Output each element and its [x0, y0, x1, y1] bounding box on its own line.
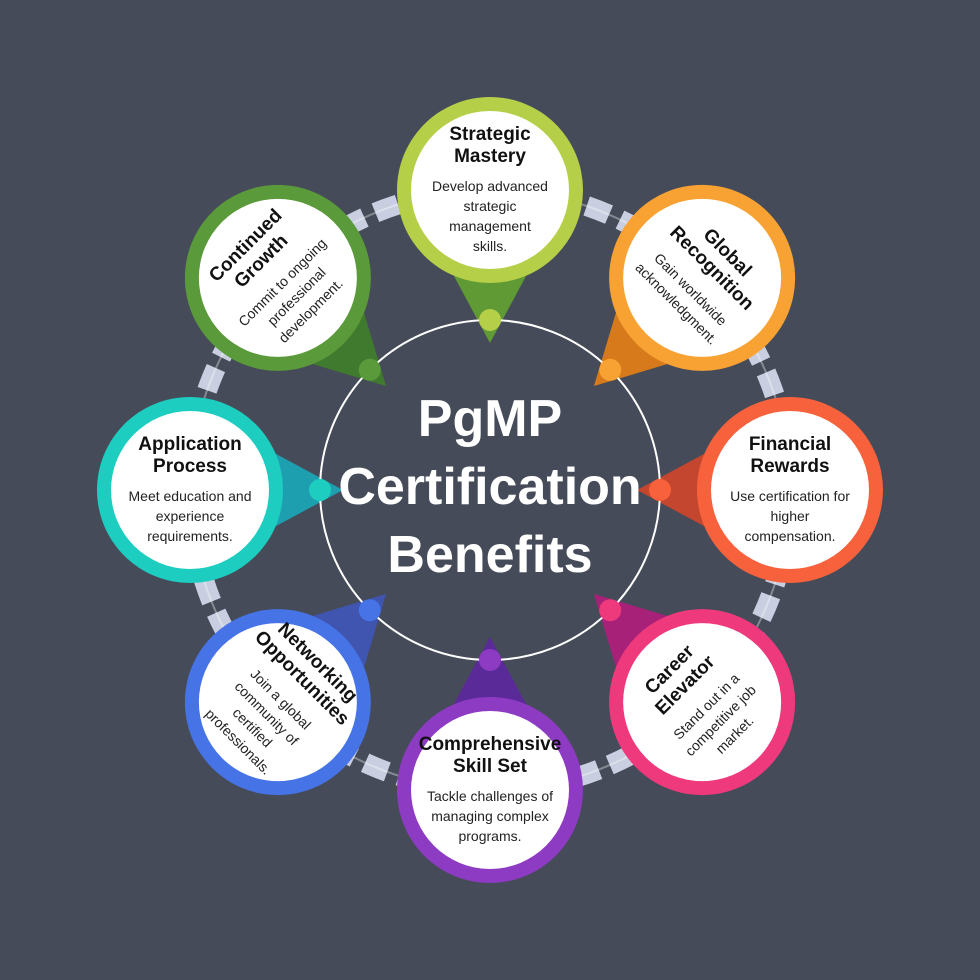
- center-dot: [358, 358, 381, 381]
- node-face: [711, 411, 869, 569]
- node-title-line: Comprehensive: [418, 734, 562, 755]
- center-title-line-2: Certification: [338, 458, 642, 516]
- node-pointer: [448, 265, 532, 343]
- node-comprehensive-skill-set: Comprehensive Skill Set Tackle challenge…: [406, 706, 574, 874]
- node-title: Strategic Mastery: [449, 124, 530, 168]
- node-title-line: Rewards: [750, 456, 830, 477]
- node-desc-line: strategic: [463, 198, 517, 214]
- node-title-line: Skill Set: [453, 756, 527, 777]
- node-desc-line: requirements.: [147, 528, 233, 544]
- node-desc-line: Use certification for: [730, 488, 850, 504]
- center-dot: [479, 309, 501, 331]
- node-title: Financial Rewards: [749, 434, 831, 478]
- center-dot: [599, 599, 622, 622]
- node-title-line: Strategic: [449, 124, 531, 145]
- node-title-line: Process: [153, 456, 227, 477]
- center-title-line-3: Benefits: [387, 526, 593, 584]
- node-description: Develop advanced strategic management sk…: [432, 176, 548, 256]
- node-title-line: Application: [138, 434, 242, 455]
- node-desc-line: higher: [770, 508, 810, 524]
- node-description: Meet education and experience requiremen…: [129, 486, 252, 546]
- center-dot: [599, 358, 622, 381]
- center-dot: [649, 479, 671, 501]
- node-face: [198, 198, 357, 357]
- node-desc-line: managing complex: [431, 808, 549, 824]
- node-face: [111, 411, 269, 569]
- node-desc-line: Tackle challenges of: [426, 788, 554, 804]
- node-pointer: [265, 448, 343, 532]
- node-desc-line: compensation.: [744, 528, 836, 544]
- node-desc-line: experience: [155, 508, 225, 524]
- center-dot: [358, 599, 381, 622]
- node-strategic-mastery: Strategic Mastery Develop advanced strat…: [406, 106, 574, 274]
- node-face: [411, 711, 569, 869]
- node-desc-line: programs.: [458, 828, 522, 844]
- node-face: [623, 198, 782, 357]
- node-face: [198, 623, 357, 782]
- node-description: Use certification for higher compensatio…: [730, 486, 850, 546]
- node-pointer: [637, 448, 715, 532]
- node-title-line: Financial: [748, 434, 832, 455]
- center-dot: [309, 479, 331, 501]
- node-face: [623, 623, 782, 782]
- node-description: Tackle challenges of managing complex pr…: [427, 786, 553, 846]
- node-title-line: Mastery: [454, 146, 526, 167]
- node-pointer: [448, 637, 532, 715]
- node-desc-line: Develop advanced: [432, 178, 548, 194]
- node-title: Comprehensive Skill Set: [419, 734, 562, 778]
- node-desc-line: management: [449, 218, 531, 234]
- node-application-process: Application Process Meet education and e…: [106, 406, 274, 574]
- center-dot: [479, 649, 501, 671]
- center-title: PgMP Certification Benefits: [330, 385, 650, 589]
- center-title-line-1: PgMP: [417, 390, 563, 448]
- node-desc-line: Meet education and: [128, 488, 252, 504]
- node-desc-line: skills.: [472, 238, 508, 254]
- node-financial-rewards: Financial Rewards Use certification for …: [706, 406, 874, 574]
- node-title: Application Process: [138, 434, 241, 478]
- node-face: [411, 111, 569, 269]
